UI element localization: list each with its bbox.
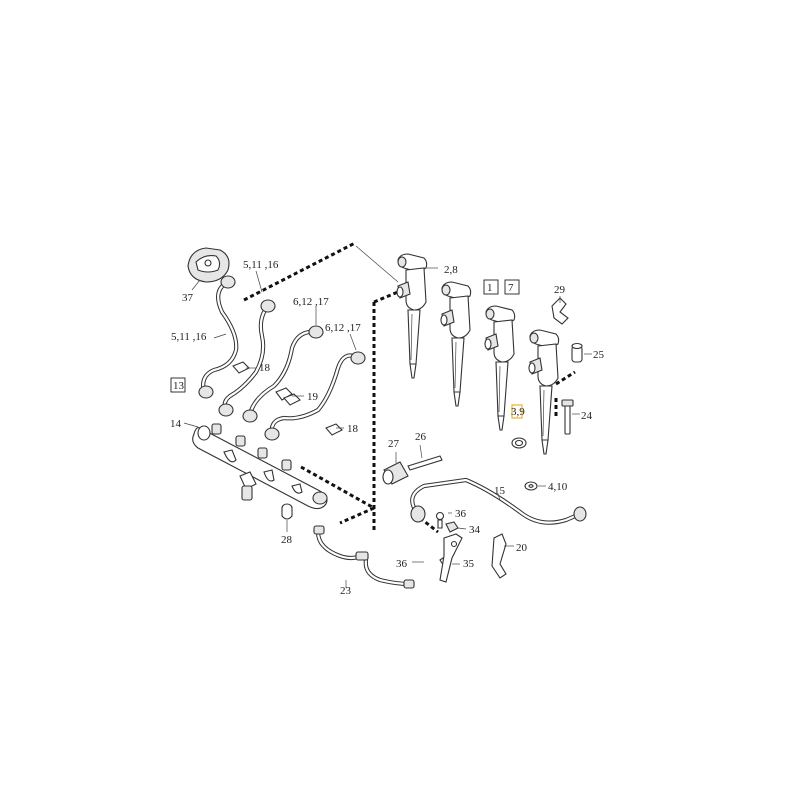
label-28: 28 xyxy=(281,534,293,546)
high-pressure-pipes xyxy=(198,275,366,441)
injectors xyxy=(355,245,560,455)
bracket-parts xyxy=(412,511,514,583)
label-29: 29 xyxy=(554,284,566,296)
label-26: 26 xyxy=(415,431,427,443)
label-14: 14 xyxy=(170,418,182,430)
dashed-line-injector-link xyxy=(373,290,399,304)
part-26-stud xyxy=(407,444,443,471)
label-36-a: 36 xyxy=(455,508,467,520)
fuel-rail xyxy=(192,423,328,510)
label-6-12-17-b: 6,12 ,17 xyxy=(325,322,361,334)
part-24-bolt xyxy=(561,399,580,435)
bolt-36-a xyxy=(435,511,445,521)
label-1: 1 xyxy=(487,282,493,294)
label-36-b: 36 xyxy=(396,558,408,570)
label-37: 37 xyxy=(182,292,194,304)
label-34: 34 xyxy=(469,524,481,536)
label-7: 7 xyxy=(508,282,514,294)
leader-injector xyxy=(355,245,399,283)
box-13 xyxy=(170,377,186,393)
label-20: 20 xyxy=(516,542,528,554)
clamp-19-b xyxy=(283,393,301,406)
label-19: 19 xyxy=(307,391,319,403)
clamp-19-a xyxy=(275,387,293,401)
part-27-sleeve xyxy=(382,452,409,485)
label-4-10: 4,10 xyxy=(548,481,568,493)
part-34-clip xyxy=(445,521,459,533)
dashed-line-lower xyxy=(339,506,375,525)
part-20-bracket xyxy=(491,533,507,579)
injector-1 xyxy=(396,253,428,379)
label-23: 23 xyxy=(340,585,352,597)
part-15-return-pipe xyxy=(410,477,587,525)
injector-4 xyxy=(528,329,560,455)
label-18-b: 18 xyxy=(347,423,359,435)
highlight-3-9 xyxy=(511,404,523,419)
injector-2 xyxy=(440,281,472,407)
label-24: 24 xyxy=(581,410,593,422)
part-29-clip xyxy=(551,296,569,325)
part-37-cover xyxy=(187,247,230,291)
injector-3 xyxy=(484,305,516,431)
label-5-11-16-top: 5,11 ,16 xyxy=(243,259,279,271)
part-28-plug xyxy=(281,503,293,532)
part-4-10-washer xyxy=(524,481,546,491)
label-25: 25 xyxy=(593,349,605,361)
label-27: 27 xyxy=(388,438,400,450)
label-35: 35 xyxy=(463,558,475,570)
part-25-sleeve xyxy=(571,342,592,363)
part-35-bracket xyxy=(439,533,463,583)
dashed-line-right-a xyxy=(555,370,576,386)
label-15: 15 xyxy=(494,485,506,497)
pipe-5-11-16-a xyxy=(201,279,239,395)
dashed-line-top xyxy=(243,241,356,302)
clamp-18-b xyxy=(325,423,343,436)
part-3-9-seal xyxy=(511,437,527,449)
label-5-11-16-left: 5,11 ,16 xyxy=(171,331,207,343)
pressure-sensor xyxy=(239,471,257,490)
box-1 xyxy=(483,279,499,295)
label-18-a: 18 xyxy=(259,362,271,374)
label-6-12-17-a: 6,12 ,17 xyxy=(293,296,329,308)
callout-labels: 2,8 1 7 29 5,11 ,16 37 6,12 ,17 6,12 ,17… xyxy=(170,259,605,597)
box-7 xyxy=(504,279,520,295)
part-23-hose xyxy=(313,525,415,589)
rail-outlets xyxy=(211,423,292,471)
label-3-9: 3,9 xyxy=(511,406,525,418)
label-2-8: 2,8 xyxy=(444,264,458,276)
label-13: 13 xyxy=(173,380,185,392)
leader-lines xyxy=(183,267,438,429)
clamp-18-a xyxy=(232,361,250,374)
